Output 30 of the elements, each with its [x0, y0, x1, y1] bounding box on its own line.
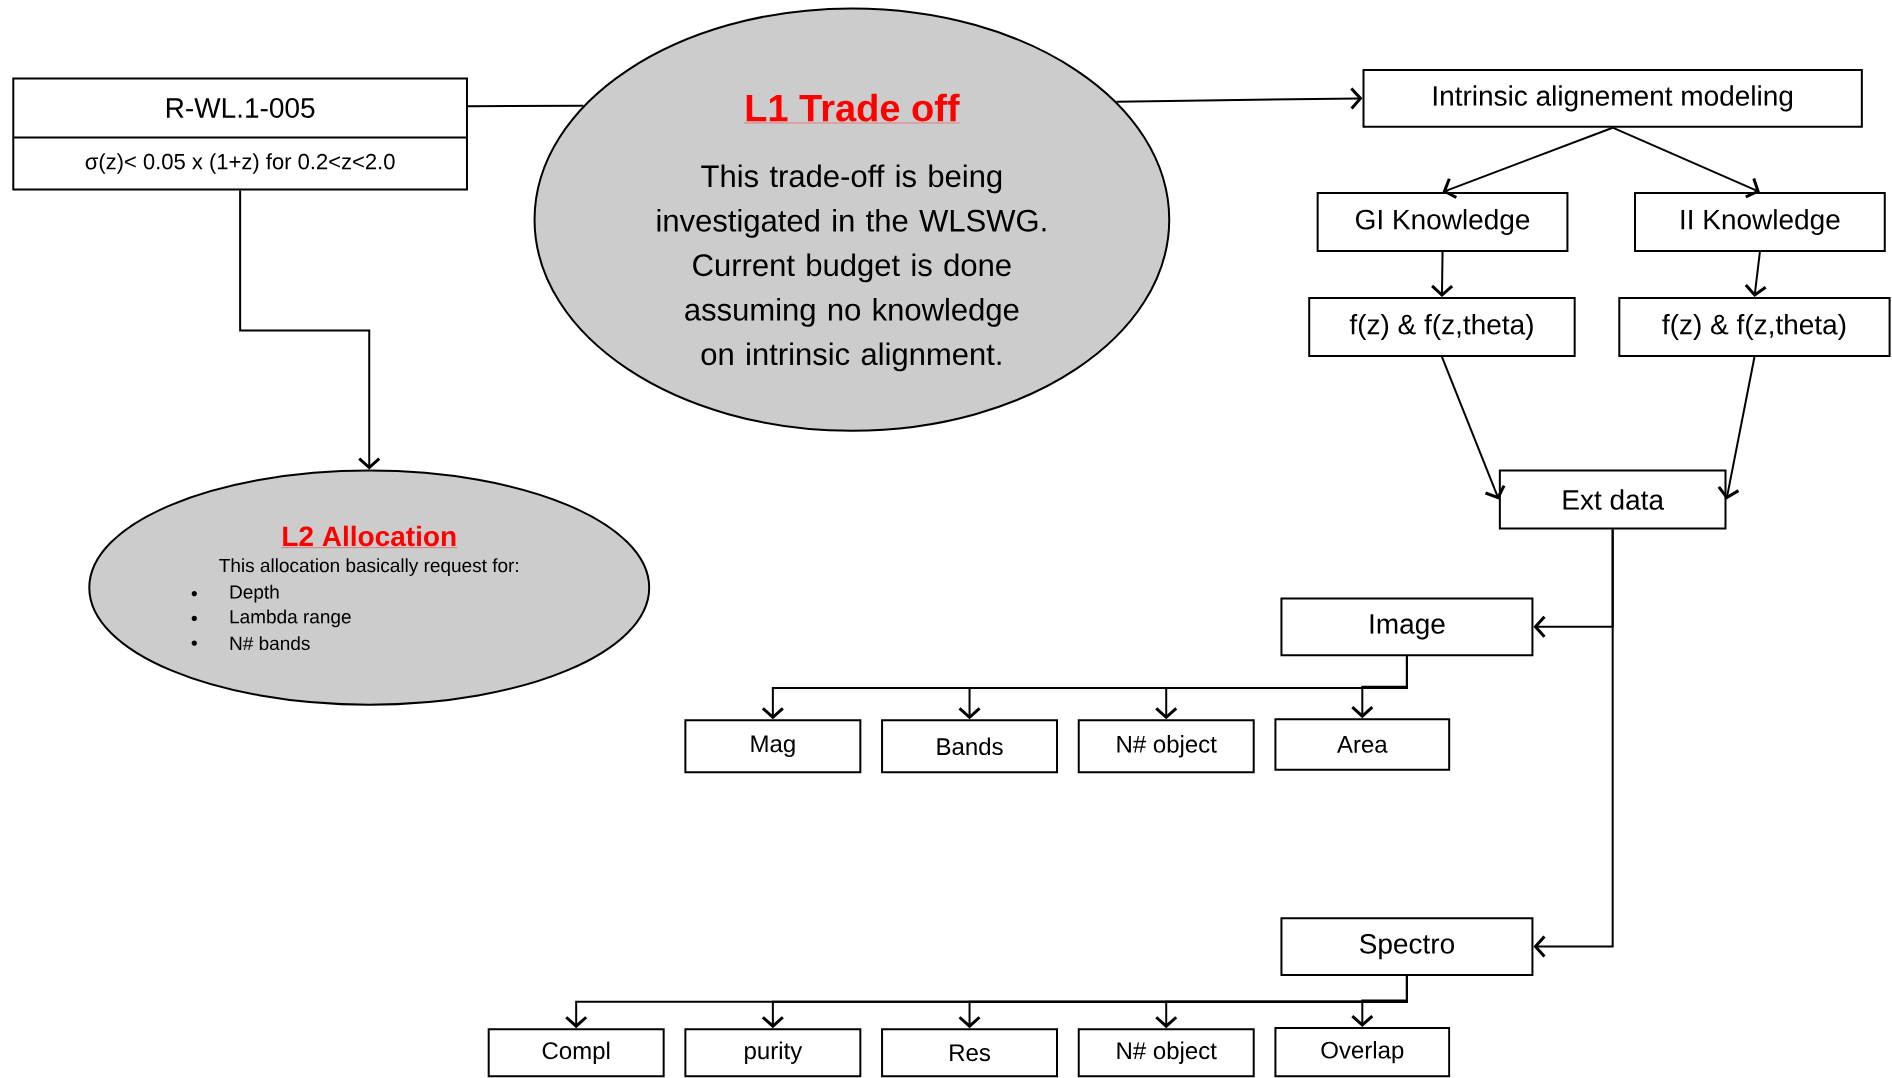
arrow	[1533, 528, 1614, 958]
process-box: Area	[1274, 718, 1451, 771]
arrow	[1611, 126, 1760, 199]
arrow	[1442, 126, 1614, 199]
process-box: Spectro	[1280, 917, 1534, 976]
process-box: N# object	[1077, 1028, 1255, 1078]
connector-line	[467, 104, 585, 108]
process-box: Compl	[487, 1028, 665, 1078]
arrow	[1440, 355, 1506, 500]
process-box: purity	[684, 1028, 862, 1078]
arrow	[1115, 87, 1363, 110]
process-box: Ext data	[1498, 469, 1727, 530]
process-box: GI Knowledge	[1316, 192, 1569, 252]
arrow	[239, 189, 381, 470]
process-box: Intrinsic alignement modeling	[1362, 69, 1863, 128]
arrow	[1351, 655, 1408, 719]
arrow	[1717, 355, 1756, 500]
process-box: f(z) & f(z,theta)	[1308, 297, 1576, 357]
process-box: II Knowledge	[1634, 192, 1886, 252]
process-box: f(z) & f(z,theta)	[1618, 297, 1891, 357]
arrow	[1744, 251, 1767, 298]
arrow	[1351, 974, 1408, 1028]
requirement-box: R-WL.1-005 σ(z)< 0.05 x (1+z) for 0.2<z<2.0	[12, 77, 468, 191]
process-box: Overlap	[1274, 1027, 1451, 1078]
arrow	[1431, 251, 1454, 298]
process-box: Res	[881, 1028, 1058, 1078]
process-box: Image	[1280, 597, 1534, 657]
process-box: N# object	[1077, 719, 1255, 774]
process-box: Mag	[684, 719, 862, 774]
process-box: Bands	[881, 719, 1058, 774]
